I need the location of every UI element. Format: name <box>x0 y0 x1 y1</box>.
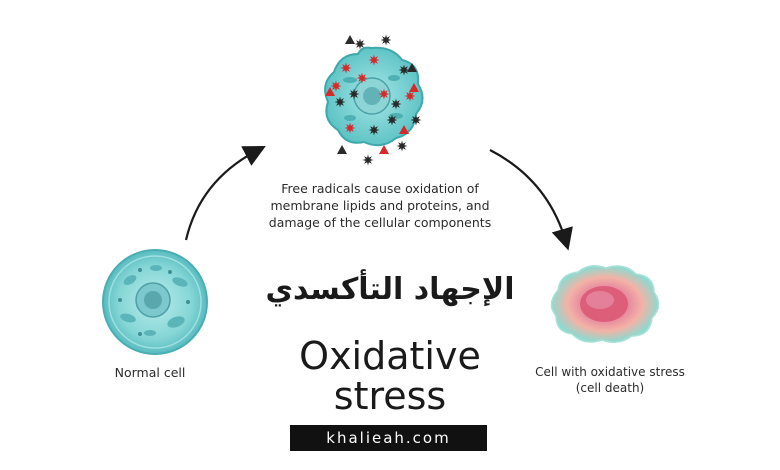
normal-cell-label: Normal cell <box>114 365 186 380</box>
radical-particle-icon <box>325 87 335 96</box>
stressed-cell-label-line1: Cell with oxidative stress <box>535 365 685 379</box>
english-title-line2: stress <box>333 374 447 418</box>
free-radical-icon <box>396 140 408 152</box>
free-radical-icon <box>378 88 390 100</box>
dead-cell-illustration <box>550 265 660 343</box>
radical-particle-icon <box>379 145 389 154</box>
stressed-cell-label-line2: (cell death) <box>575 381 645 395</box>
free-radical-icon <box>390 98 402 110</box>
stressed-cell-label: Cell with oxidative stress (cell death) <box>520 364 700 396</box>
arrow-normal-to-damaged <box>184 145 266 241</box>
free-radical-icon <box>410 114 422 126</box>
free-radical-icon <box>368 124 380 136</box>
top-caption: Free radicals cause oxidation of membran… <box>268 181 492 230</box>
english-title-line1: Oxidative <box>299 334 481 378</box>
free-radical-icon <box>344 122 356 134</box>
radical-particle-icon <box>399 125 409 134</box>
radical-particle-icon <box>345 35 355 44</box>
arrow-damaged-to-dead <box>489 149 573 251</box>
free-radical-icon <box>404 90 416 102</box>
free-radicals-cluster <box>325 34 422 166</box>
free-radical-icon <box>368 54 380 66</box>
free-radical-icon <box>348 88 360 100</box>
normal-cell-illustration <box>102 249 208 355</box>
radical-particle-icon <box>407 63 417 72</box>
damaged-cell-illustration <box>324 46 424 147</box>
free-radical-icon <box>380 34 392 46</box>
free-radical-icon <box>340 62 352 74</box>
free-radical-icon <box>330 80 342 92</box>
radical-particle-icon <box>409 83 419 92</box>
radical-particle-icon <box>337 145 347 154</box>
free-radical-icon <box>386 114 398 126</box>
free-radical-icon <box>334 96 346 108</box>
english-title: Oxidative stress <box>230 336 550 416</box>
free-radical-icon <box>354 38 366 50</box>
arabic-title: الإجهاد التأكسدي <box>265 272 515 307</box>
free-radical-icon <box>362 154 374 166</box>
free-radical-icon <box>356 72 368 84</box>
free-radical-icon <box>398 64 410 76</box>
website-brand-bar[interactable]: khalieah.com <box>290 425 487 451</box>
